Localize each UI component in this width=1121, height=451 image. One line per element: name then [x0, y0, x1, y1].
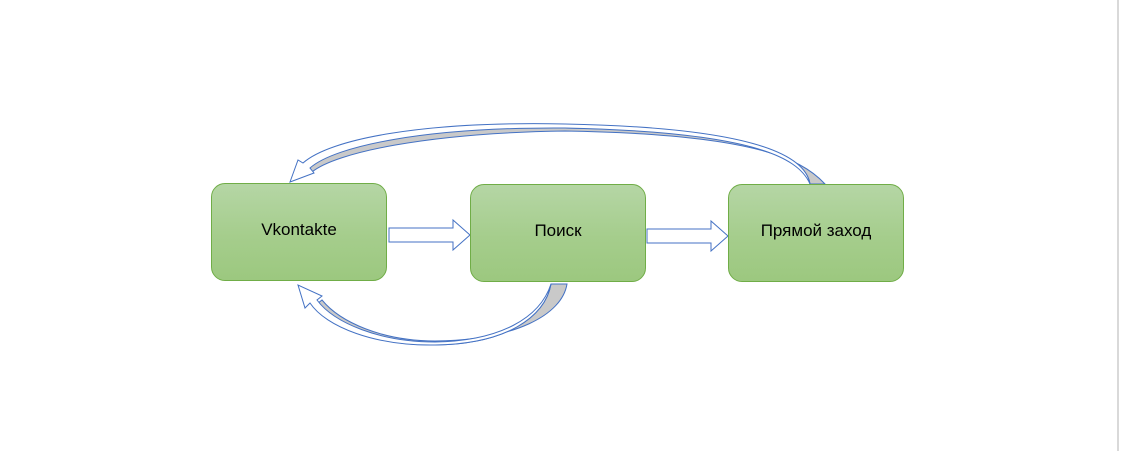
page-edge [1117, 0, 1119, 451]
node-search: Поиск [470, 184, 646, 282]
curved-arrow-direct-to-vk [289, 123, 811, 185]
node-vkontakte: Vkontakte [211, 183, 387, 281]
curved-arrow-search-to-vk [297, 283, 552, 346]
node-vkontakte-label: Vkontakte [261, 220, 337, 239]
node-direct-visit-label: Прямой заход [760, 221, 872, 240]
node-direct-visit: Прямой заход [728, 184, 904, 282]
arrow-search-to-direct [646, 219, 729, 253]
node-search-label: Поиск [534, 221, 582, 240]
arrow-vk-to-search [388, 218, 471, 252]
